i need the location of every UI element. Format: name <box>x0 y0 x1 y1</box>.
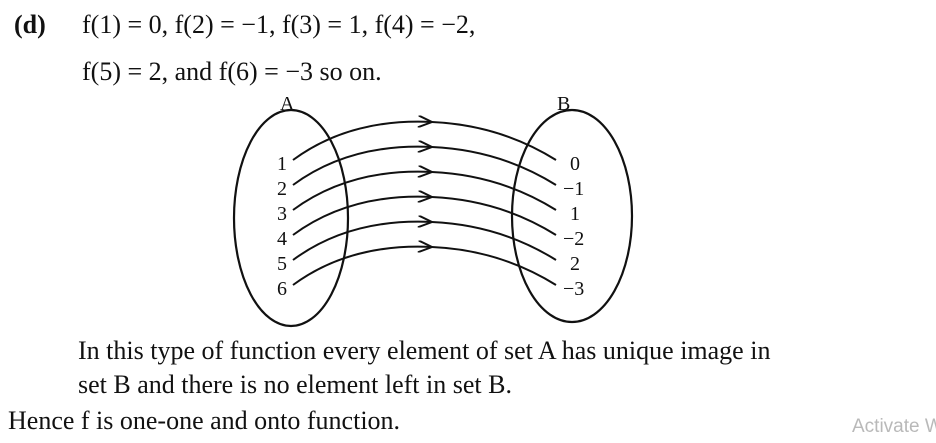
equation-line-1: f(1) = 0, f(2) = −1, f(3) = 1, f(4) = −2… <box>82 10 476 39</box>
set-b-element: 0 <box>570 153 580 175</box>
activate-windows-watermark: Activate W <box>852 416 936 437</box>
paragraph-line-1: In this type of function every element o… <box>78 336 771 365</box>
mapping-arrow-tail <box>431 121 557 161</box>
mapping-arrow <box>292 122 432 161</box>
set-a-element: 3 <box>277 203 287 225</box>
set-b-element: 1 <box>570 203 580 225</box>
mapping-arrow-tail <box>431 196 557 236</box>
paragraph-line-2: set B and there is no element left in se… <box>78 370 512 399</box>
mapping-arrow <box>292 172 432 211</box>
set-a-element: 5 <box>277 253 287 275</box>
set-b-element: −1 <box>563 178 584 200</box>
mapping-arrow <box>292 197 432 236</box>
set-b-element: −3 <box>563 278 584 300</box>
set-a-element: 4 <box>277 228 287 250</box>
mapping-arrow <box>292 147 432 186</box>
set-a-element: 2 <box>277 178 287 200</box>
conclusion: Hence f is one-one and onto function. <box>8 406 401 435</box>
mapping-arrow-tail <box>431 146 557 186</box>
set-b-ellipse <box>510 108 634 324</box>
mapping-arrow-tail <box>431 171 557 211</box>
mapping-arrow <box>292 247 432 286</box>
set-a-element: 6 <box>277 278 287 300</box>
mapping-arrow-tail <box>431 221 557 261</box>
set-b-element: 2 <box>570 253 580 275</box>
part-label: (d) <box>14 10 46 39</box>
set-a-ellipse <box>232 108 350 328</box>
mapping-arrow <box>292 222 432 261</box>
set-a-element: 1 <box>277 153 287 175</box>
mapping-arrow-tail <box>431 246 557 286</box>
equation-line-2: f(5) = 2, and f(6) = −3 so on. <box>82 57 382 86</box>
set-b-element: −2 <box>563 228 584 250</box>
